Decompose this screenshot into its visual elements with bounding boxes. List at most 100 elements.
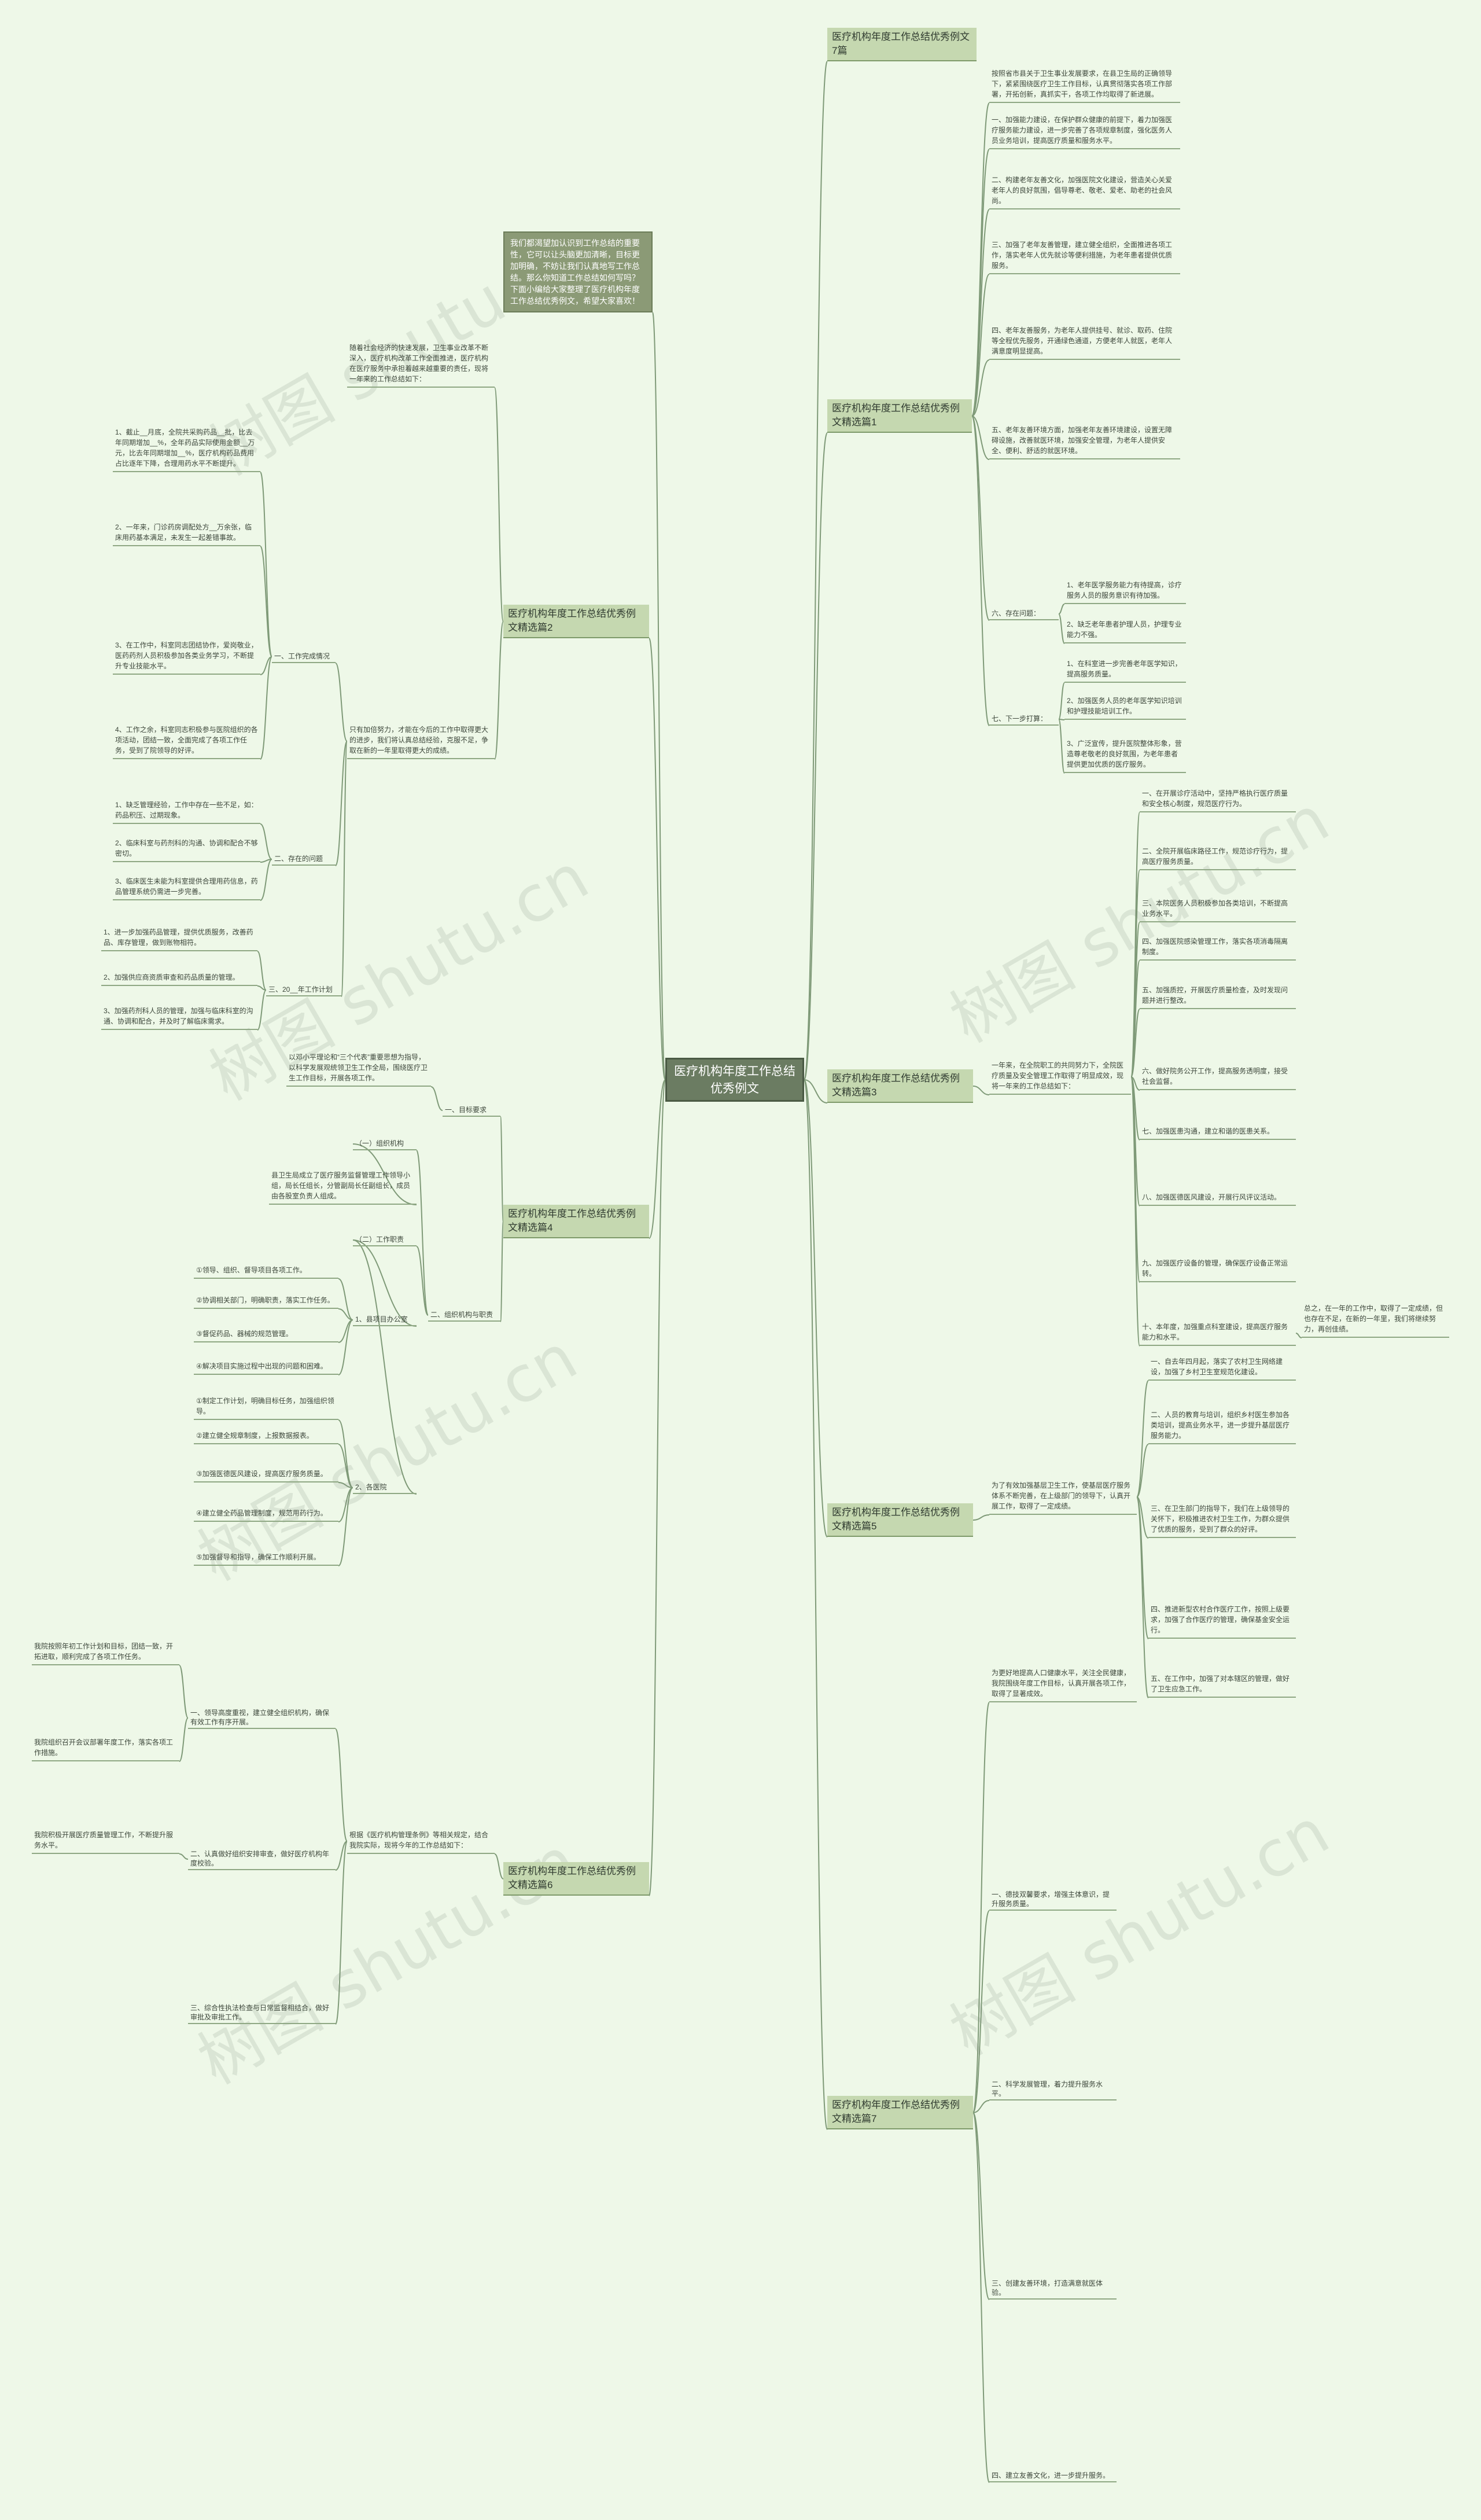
p1-sub7-item-2: 2、加强医务人员的老年医学知识培训和护理技能培训工作。 (1064, 694, 1186, 720)
connector-branch-p1-p1-intro (971, 102, 990, 417)
connector-p2-sec1-p2-sec1-item-3 (260, 656, 272, 675)
connector-p2-sec1-p2-sec1-item-2 (260, 546, 272, 657)
connector-branch-p1-p1-item-3 (971, 274, 990, 417)
p5-item-3: 三、在卫生部门的指导下，我们在上级领导的关怀下，积极推进农村卫生工作，为群众提供… (1148, 1502, 1296, 1538)
p4-office-item-2: ②协调相关部门，明确职责，落实工作任务。 (194, 1294, 338, 1309)
connector-p5-intro-p5-item-3 (1136, 1496, 1149, 1539)
connector-p3-intro-p3-item-10 (1130, 1076, 1140, 1347)
branch-p6[interactable]: 医疗机构年度工作总结优秀例文精选篇6 (503, 1862, 649, 1896)
connector-p4-sub2-p4-hospital (352, 1239, 417, 1495)
connector-p4-office-p4-office-item-3 (338, 1319, 353, 1343)
connector-p3-item-10-p3-extra (1295, 1333, 1302, 1338)
connector-p5-intro-p5-item-5 (1136, 1496, 1149, 1698)
p5-item-5: 五、在工作中，加强了对本辖区的管理，做好了卫生应急工作。 (1148, 1672, 1296, 1698)
p6-side-1: 我院按照年初工作计划和目标，团结一致，开拓进取，顺利完成了各项工作任务。 (32, 1640, 179, 1665)
branch-p5[interactable]: 医疗机构年度工作总结优秀例文精选篇5 (827, 1503, 973, 1537)
connector-p6-intro-p6-sec2 (335, 1841, 348, 1871)
p6-intro: 根据《医疗机构管理条例》等相关规定，结合我院实际，现将今年的工作总结如下： (347, 1829, 495, 1854)
connector-branch-p3-p3-intro (972, 1086, 990, 1095)
connector-root-node-branch-7pian (804, 61, 828, 1080)
connector-p4-hospital-p4-hospital-item-4 (338, 1487, 353, 1522)
p1-intro: 按照省市县关于卫生事业发展要求，在县卫生局的正确领导下，紧紧围绕医疗卫生工作目标… (989, 67, 1180, 103)
p5-item-1: 一、自去年四月起，落实了农村卫生网络建设，加强了乡村卫生室规范化建设。 (1148, 1355, 1296, 1381)
connector-branch-p7-p7-item-1 (972, 1910, 990, 2113)
connector-p1-sub6-p1-sub6-item-1 (1058, 604, 1065, 615)
p4-hospital-item-2: ②建立健全规章制度，上报数据报表。 (194, 1429, 338, 1444)
branch-p4[interactable]: 医疗机构年度工作总结优秀例文精选篇4 (503, 1205, 649, 1238)
p7-item-3: 三、创建友善环境，打造满意就医体验。 (989, 2278, 1117, 2300)
p4-intro: 以邓小平理论和“三个代表”重要思想为指导，以科学发展观统领卫生工作全局，围绕医疗… (286, 1051, 431, 1087)
connector-p4-hospital-p4-hospital-item-3 (338, 1482, 353, 1488)
connector-p5-intro-p5-item-2 (1136, 1444, 1149, 1498)
connector-p1-sub6-p1-sub6-item-2 (1058, 613, 1065, 644)
p2-sec1: 一、工作完成情况 (272, 650, 336, 663)
branch-p1[interactable]: 医疗机构年度工作总结优秀例文精选篇1 (827, 399, 972, 433)
p4-hospital: 2、各医院 (353, 1481, 417, 1494)
p1-item-1: 一、加强能力建设，在保护群众健康的前提下，着力加强医疗服务能力建设，进一步完善了… (989, 113, 1180, 149)
connector-p2-sec2-p2-sec2-item-1 (260, 823, 272, 860)
p3-item-4: 四、加强医院感染管理工作，落实各项消毒隔离制度。 (1140, 935, 1296, 961)
branch-7pian[interactable]: 医疗机构年度工作总结优秀例文7篇 (827, 28, 977, 61)
p4-sub1: （一）组织机构 (353, 1138, 417, 1150)
connector-branch-p6-p6-intro (494, 1853, 504, 1879)
connector-branch-p1-p1-item-1 (971, 149, 990, 417)
connector-p2-sec1-p2-sec1-item-4 (260, 656, 272, 760)
p2-sec2-item-2: 2、临床科室与药剂科的沟通、协调和配合不够密切。 (113, 837, 260, 862)
p4-hospital-item-4: ④建立健全药品管理制度，规范用药行为。 (194, 1507, 338, 1522)
connector-root-node-branch-p1 (804, 432, 828, 1080)
p7-intro: 为更好地提高人口健康水平，关注全民健康，我院围绕年度工作目标，认真开展各项工作，… (989, 1666, 1137, 1702)
connector-branch-p1-p1-item-5 (971, 415, 990, 460)
connector-branch-p2-p2-intro (494, 387, 504, 622)
p3-item-3: 三、本院医务人员积极参加各类培训，不断提高业务水平。 (1140, 897, 1296, 922)
connector-branch-p5-p5-intro (972, 1514, 990, 1521)
p1-item-2: 二、构建老年友善文化，加强医院文化建设，营造关心关爱老年人的良好氛围，倡导尊老、… (989, 174, 1180, 209)
connector-p4-office-p4-office-item-2 (338, 1308, 353, 1320)
p6-sec3: 三、综合性执法检查与日常监督相结合，做好审批及审批工作。 (188, 2002, 336, 2024)
p2-sec2-item-3: 3、临床医生未能为科室提供合理用药信息，药品管理系统仍需进一步完善。 (113, 875, 260, 900)
branch-p2[interactable]: 医疗机构年度工作总结优秀例文精选篇2 (503, 605, 649, 638)
root-node[interactable]: 医疗机构年度工作总结优秀例文 (665, 1058, 804, 1102)
p2-sec1-item-1: 1、截止__月底，全院共采购药品__批，比去年同期增加__%，全年药品实际使用金… (113, 426, 260, 472)
branch-p3[interactable]: 医疗机构年度工作总结优秀例文精选篇3 (827, 1069, 973, 1103)
connector-p2-summary-p2-sec3 (341, 741, 348, 997)
p7-item-2: 二、科学发展管理，着力提升服务水平。 (989, 2078, 1117, 2100)
connector-branch-p1-p1-item-2 (971, 209, 990, 417)
p2-sec3-item-1: 1、进一步加强药品管理，提供优质服务，改善药品、库存管理，做到账物相符。 (101, 926, 257, 951)
connector-p6-intro-p6-sec1 (335, 1728, 348, 1842)
connector-p4-office-p4-office-item-4 (338, 1319, 353, 1375)
p4-office-item-3: ③督促药品、器械的规范管理。 (194, 1327, 338, 1342)
p2-sec1-item-3: 3、在工作中，科室同志团结协作，爱岗敬业，医药药剂人员积极参加各类业务学习，不断… (113, 639, 260, 675)
p2-sec2: 二、存在的问题 (272, 853, 336, 866)
connector-p5-intro-p5-item-1 (1136, 1380, 1149, 1498)
p2-sec3-item-3: 3、加强药剂科人员的管理，加强与临床科室的沟通、协调和配合，并及时了解临床需求。 (101, 1005, 257, 1030)
connector-root-node-branch-p2 (649, 638, 666, 1080)
connector-branch-p7-p7-item-2 (972, 2100, 990, 2113)
connector-p1-sub7-p1-sub7-item-3 (1058, 719, 1065, 774)
p4-sec1: 一、目标要求 (443, 1104, 500, 1117)
connector-root-node-branch-p7 (804, 1079, 828, 2130)
connector-p4-sec2-p4-sub1 (416, 1150, 429, 1316)
connector-branch-p7-p7-item-4 (972, 2112, 990, 2483)
p1-sub7: 七、下一步打算： (989, 713, 1059, 726)
connector-p6-sec1-p6-side-1 (179, 1665, 189, 1719)
p3-item-7: 七、加强医患沟通，建立和谐的医患关系。 (1140, 1125, 1296, 1140)
p6-sec2: 二、认真做好组织安排审查，做好医疗机构年度校验。 (188, 1848, 336, 1870)
connector-p4-sec1-p4-intro (430, 1086, 443, 1111)
p5-item-4: 四、推进新型农村合作医疗工作，按照上级要求，加强了合作医疗的管理，确保基金安全运… (1148, 1603, 1296, 1639)
p4-hospital-item-1: ①制定工作计划，明确目标任务，加强组织领导。 (194, 1395, 338, 1420)
connector-p6-sec2-p6-side-3 (179, 1853, 189, 1860)
connector-p2-sec1-p2-sec1-item-1 (260, 472, 272, 657)
connector-branch-p1-p1-item-4 (971, 359, 990, 417)
connector-p2-sec3-p2-sec3-item-3 (257, 989, 267, 1031)
p2-sec3-item-2: 2、加强供应商资质审查和药品质量的管理。 (101, 971, 257, 986)
branch-p7[interactable]: 医疗机构年度工作总结优秀例文精选篇7 (827, 2096, 973, 2129)
p4-office-item-4: ④解决项目实施过程中出现的问题和困难。 (194, 1360, 338, 1375)
p3-item-8: 八、加强医德医风建设，开展行风评议活动。 (1140, 1191, 1296, 1206)
connector-p2-sec3-p2-sec3-item-1 (257, 951, 267, 991)
p1-item-5: 五、老年友善环境方面，加强老年友善环境建设，设置无障碍设施，改善就医环境，加强安… (989, 424, 1180, 459)
connector-p4-sub1-p4-sub1-text (352, 1143, 417, 1205)
connector-p4-sec2-p4-sub2 (416, 1246, 429, 1316)
p7-item-4: 四、建立友善文化，进一步提升服务。 (989, 2470, 1117, 2482)
p3-extra: 总之，在一年的工作中，取得了一定成绩，但也存在不足，在新的一年里，我们将继续努力… (1302, 1302, 1449, 1338)
connector-p4-office-p4-office-item-1 (338, 1278, 353, 1320)
